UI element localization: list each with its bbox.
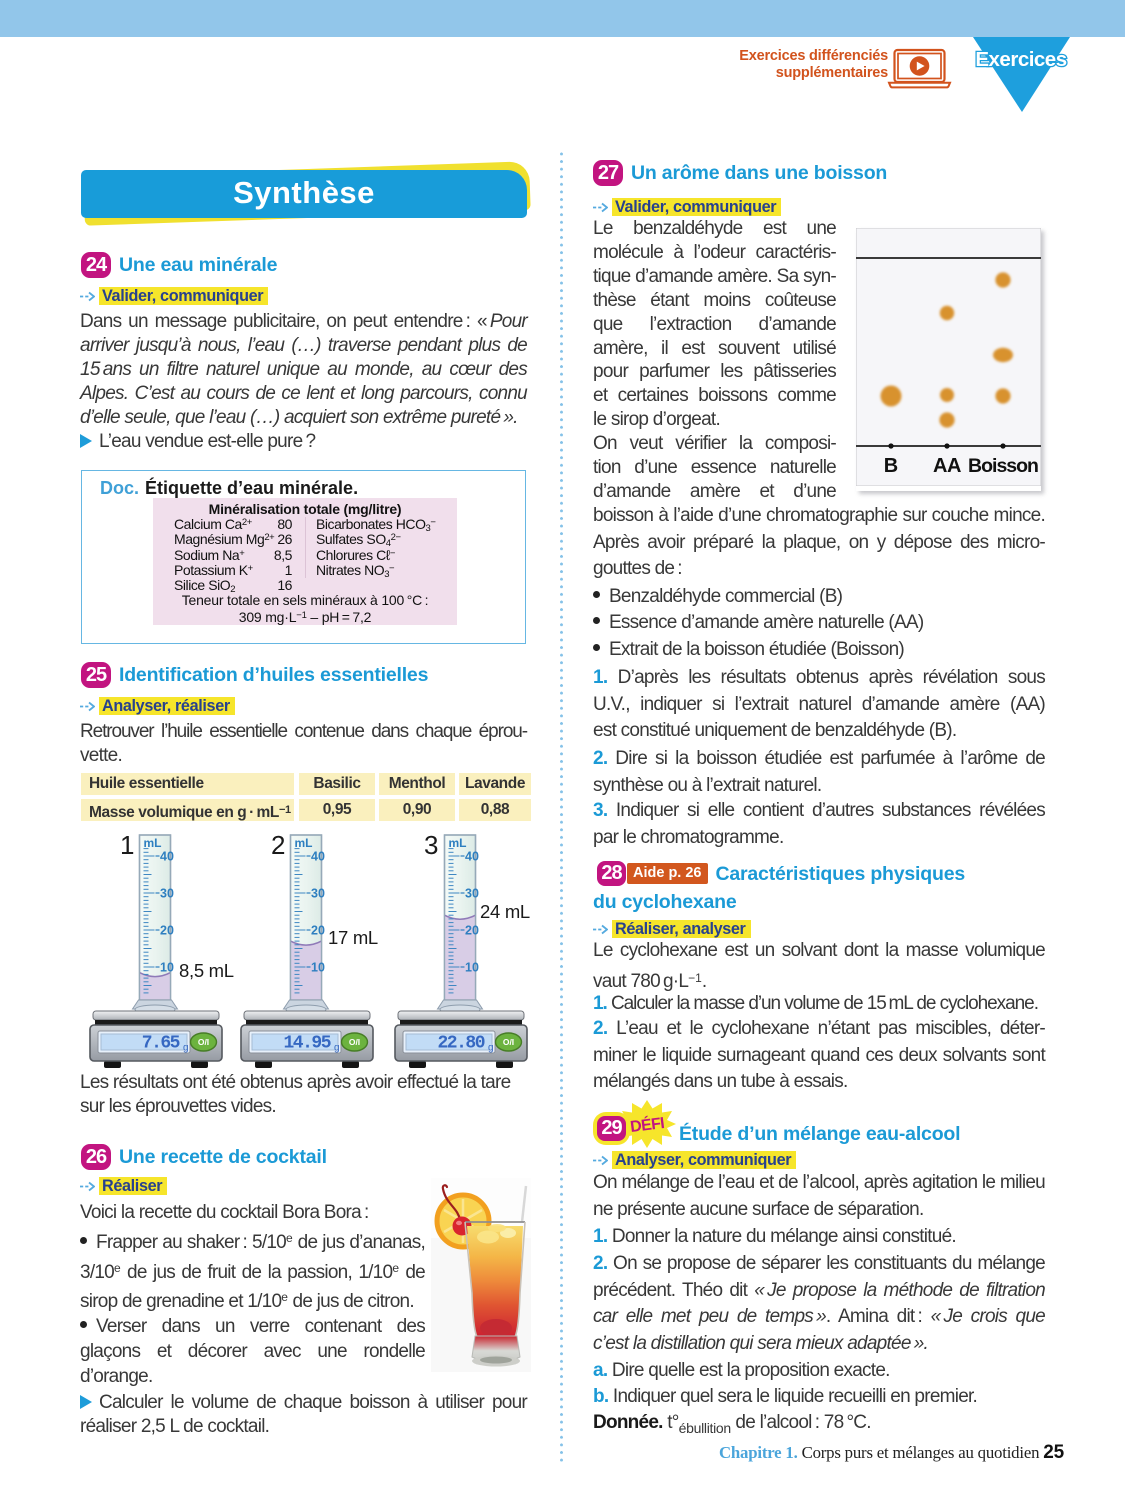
svg-text:2: 2 [271, 833, 285, 860]
svg-text:DÉFI: DÉFI [629, 1113, 665, 1136]
svg-text:g: g [488, 1043, 494, 1054]
svg-text:g: g [334, 1043, 340, 1054]
svg-text:AA: AA [933, 455, 961, 477]
svg-text:7.65: 7.65 [142, 1034, 180, 1054]
svg-text:8,5 mL: 8,5 mL [179, 960, 234, 981]
svg-text:Exercices: Exercices [975, 48, 1066, 71]
svg-text:24 mL: 24 mL [480, 901, 530, 922]
svg-text:1: 1 [120, 833, 134, 860]
svg-text:17 mL: 17 mL [328, 927, 378, 948]
svg-text:3: 3 [424, 833, 438, 860]
svg-text:22.80: 22.80 [437, 1034, 484, 1054]
svg-text:Boisson: Boisson [968, 455, 1038, 477]
svg-text:g: g [183, 1043, 189, 1054]
svg-text:14.95: 14.95 [283, 1034, 330, 1054]
svg-text:B: B [884, 455, 898, 477]
